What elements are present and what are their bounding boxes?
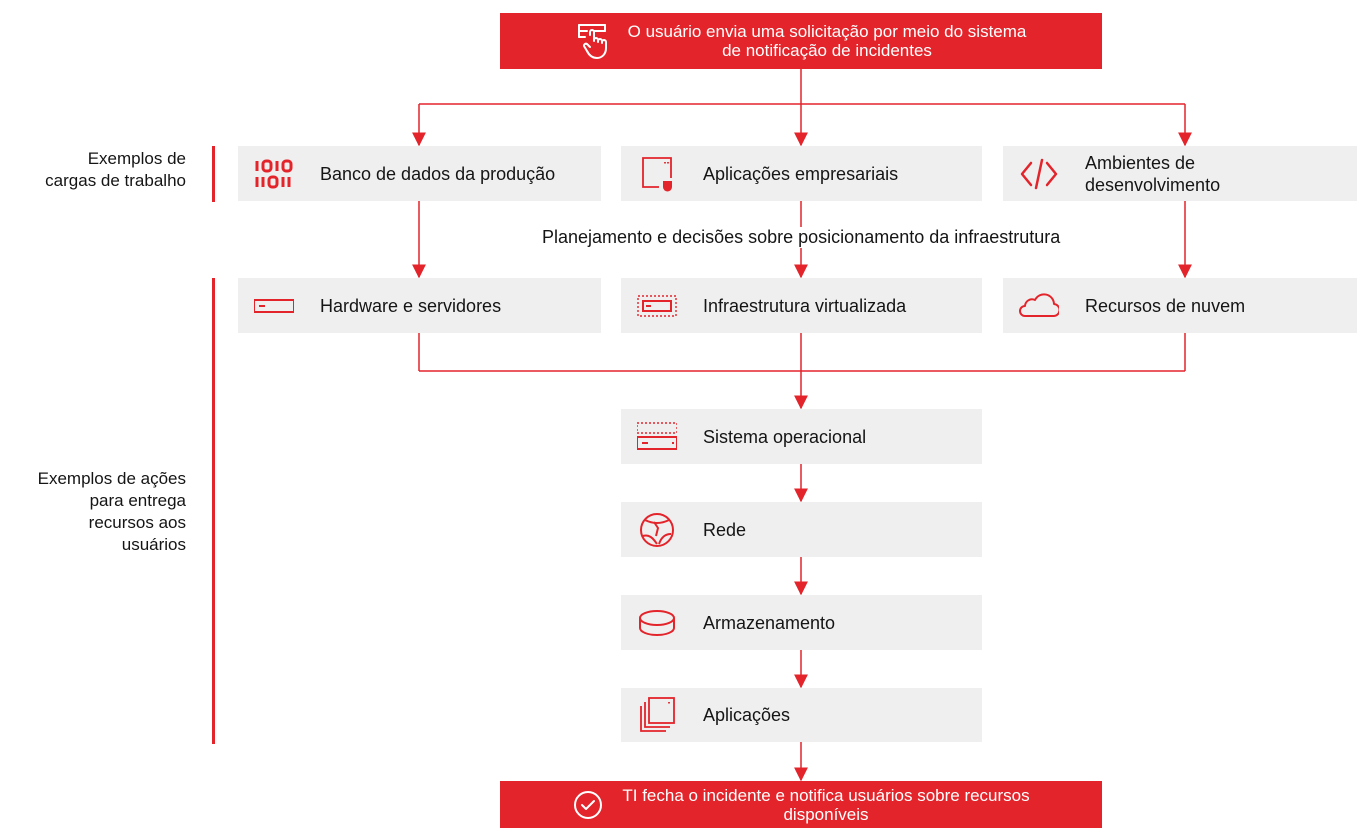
incident-request-text: O usuário envia uma solicitação por meio… (628, 22, 1027, 60)
workload-dev-environments-label: Ambientes de desenvolvimento (1085, 152, 1220, 196)
actions-side-bar (212, 278, 215, 744)
infra-virtualized: Infraestrutura virtualizada (621, 278, 982, 333)
incident-closed-line-1: TI fecha o incidente e notifica usuários… (622, 785, 1030, 805)
actions-side-line-3: recursos aos (88, 513, 186, 532)
infra-virtualized-label: Infraestrutura virtualizada (703, 295, 907, 316)
workload-production-database-label: Banco de dados da produção (320, 163, 556, 184)
incident-closed-line-2: disponíveis (783, 804, 869, 824)
infra-cloud-resources-label: Recursos de nuvem (1085, 295, 1246, 316)
infra-cloud-resources: Recursos de nuvem (1003, 278, 1357, 333)
incident-closed-box: TI fecha o incidente e notifica usuários… (500, 781, 1102, 828)
action-applications-label: Aplicações (703, 705, 791, 725)
workloads-side-line-2: cargas de trabalho (45, 171, 186, 190)
virtual-server-icon (637, 294, 677, 317)
action-storage: Armazenamento (621, 595, 982, 650)
action-operating-system: Sistema operacional (621, 409, 982, 464)
action-operating-system-label: Sistema operacional (703, 426, 867, 447)
workload-dev-environments: Ambientes de desenvolvimento (1003, 146, 1357, 201)
workloads-side-bar (212, 146, 215, 202)
server-icon (254, 298, 294, 313)
actions-side-line-4: usuários (121, 535, 186, 554)
action-storage-label: Armazenamento (703, 612, 836, 633)
cloud-icon (1019, 292, 1059, 317)
action-applications: Aplicações (621, 688, 982, 742)
operating-system-icon (637, 421, 677, 450)
actions-side-line-1: Exemplos de ações (37, 469, 186, 488)
workload-enterprise-apps: Aplicações empresariais (621, 146, 982, 201)
binary-data-icon (255, 159, 293, 188)
action-network-label: Rede (703, 519, 747, 540)
workload-enterprise-apps-label: Aplicações empresariais (703, 163, 899, 184)
workload-dev-environments-line-2: desenvolvimento (1085, 174, 1221, 195)
workloads-side-line-1: Exemplos de (87, 149, 186, 168)
network-globe-icon (640, 512, 674, 547)
infra-hardware-servers-label: Hardware e servidores (320, 295, 502, 316)
action-network: Rede (621, 502, 982, 557)
app-window-shield-icon (642, 156, 672, 191)
incident-closed-text: TI fecha o incidente e notifica usuários… (622, 786, 1029, 824)
workloads-side-label: Exemplos de cargas de trabalho (45, 148, 186, 192)
workload-production-database: Banco de dados da produção (238, 146, 601, 201)
infra-hardware-servers: Hardware e servidores (238, 278, 601, 333)
storage-disk-icon (639, 609, 675, 636)
hand-touch-form-icon (577, 24, 607, 59)
incident-request-box: O usuário envia uma solicitação por meio… (500, 13, 1102, 69)
actions-side-label: Exemplos de ações para entrega recursos … (38, 468, 186, 556)
incident-request-line-2: de notificação de incidentes (722, 41, 932, 60)
check-circle-icon (574, 790, 603, 819)
workload-dev-environments-line-1: Ambientes de (1085, 152, 1196, 173)
code-brackets-icon (1020, 158, 1058, 189)
incident-request-line-1: O usuário envia uma solicitação por meio… (627, 22, 1027, 41)
actions-side-line-2: para entrega (89, 491, 186, 510)
planning-label: Planejamento e decisões sobre posicionam… (538, 227, 1065, 248)
stacked-windows-icon (640, 697, 675, 732)
